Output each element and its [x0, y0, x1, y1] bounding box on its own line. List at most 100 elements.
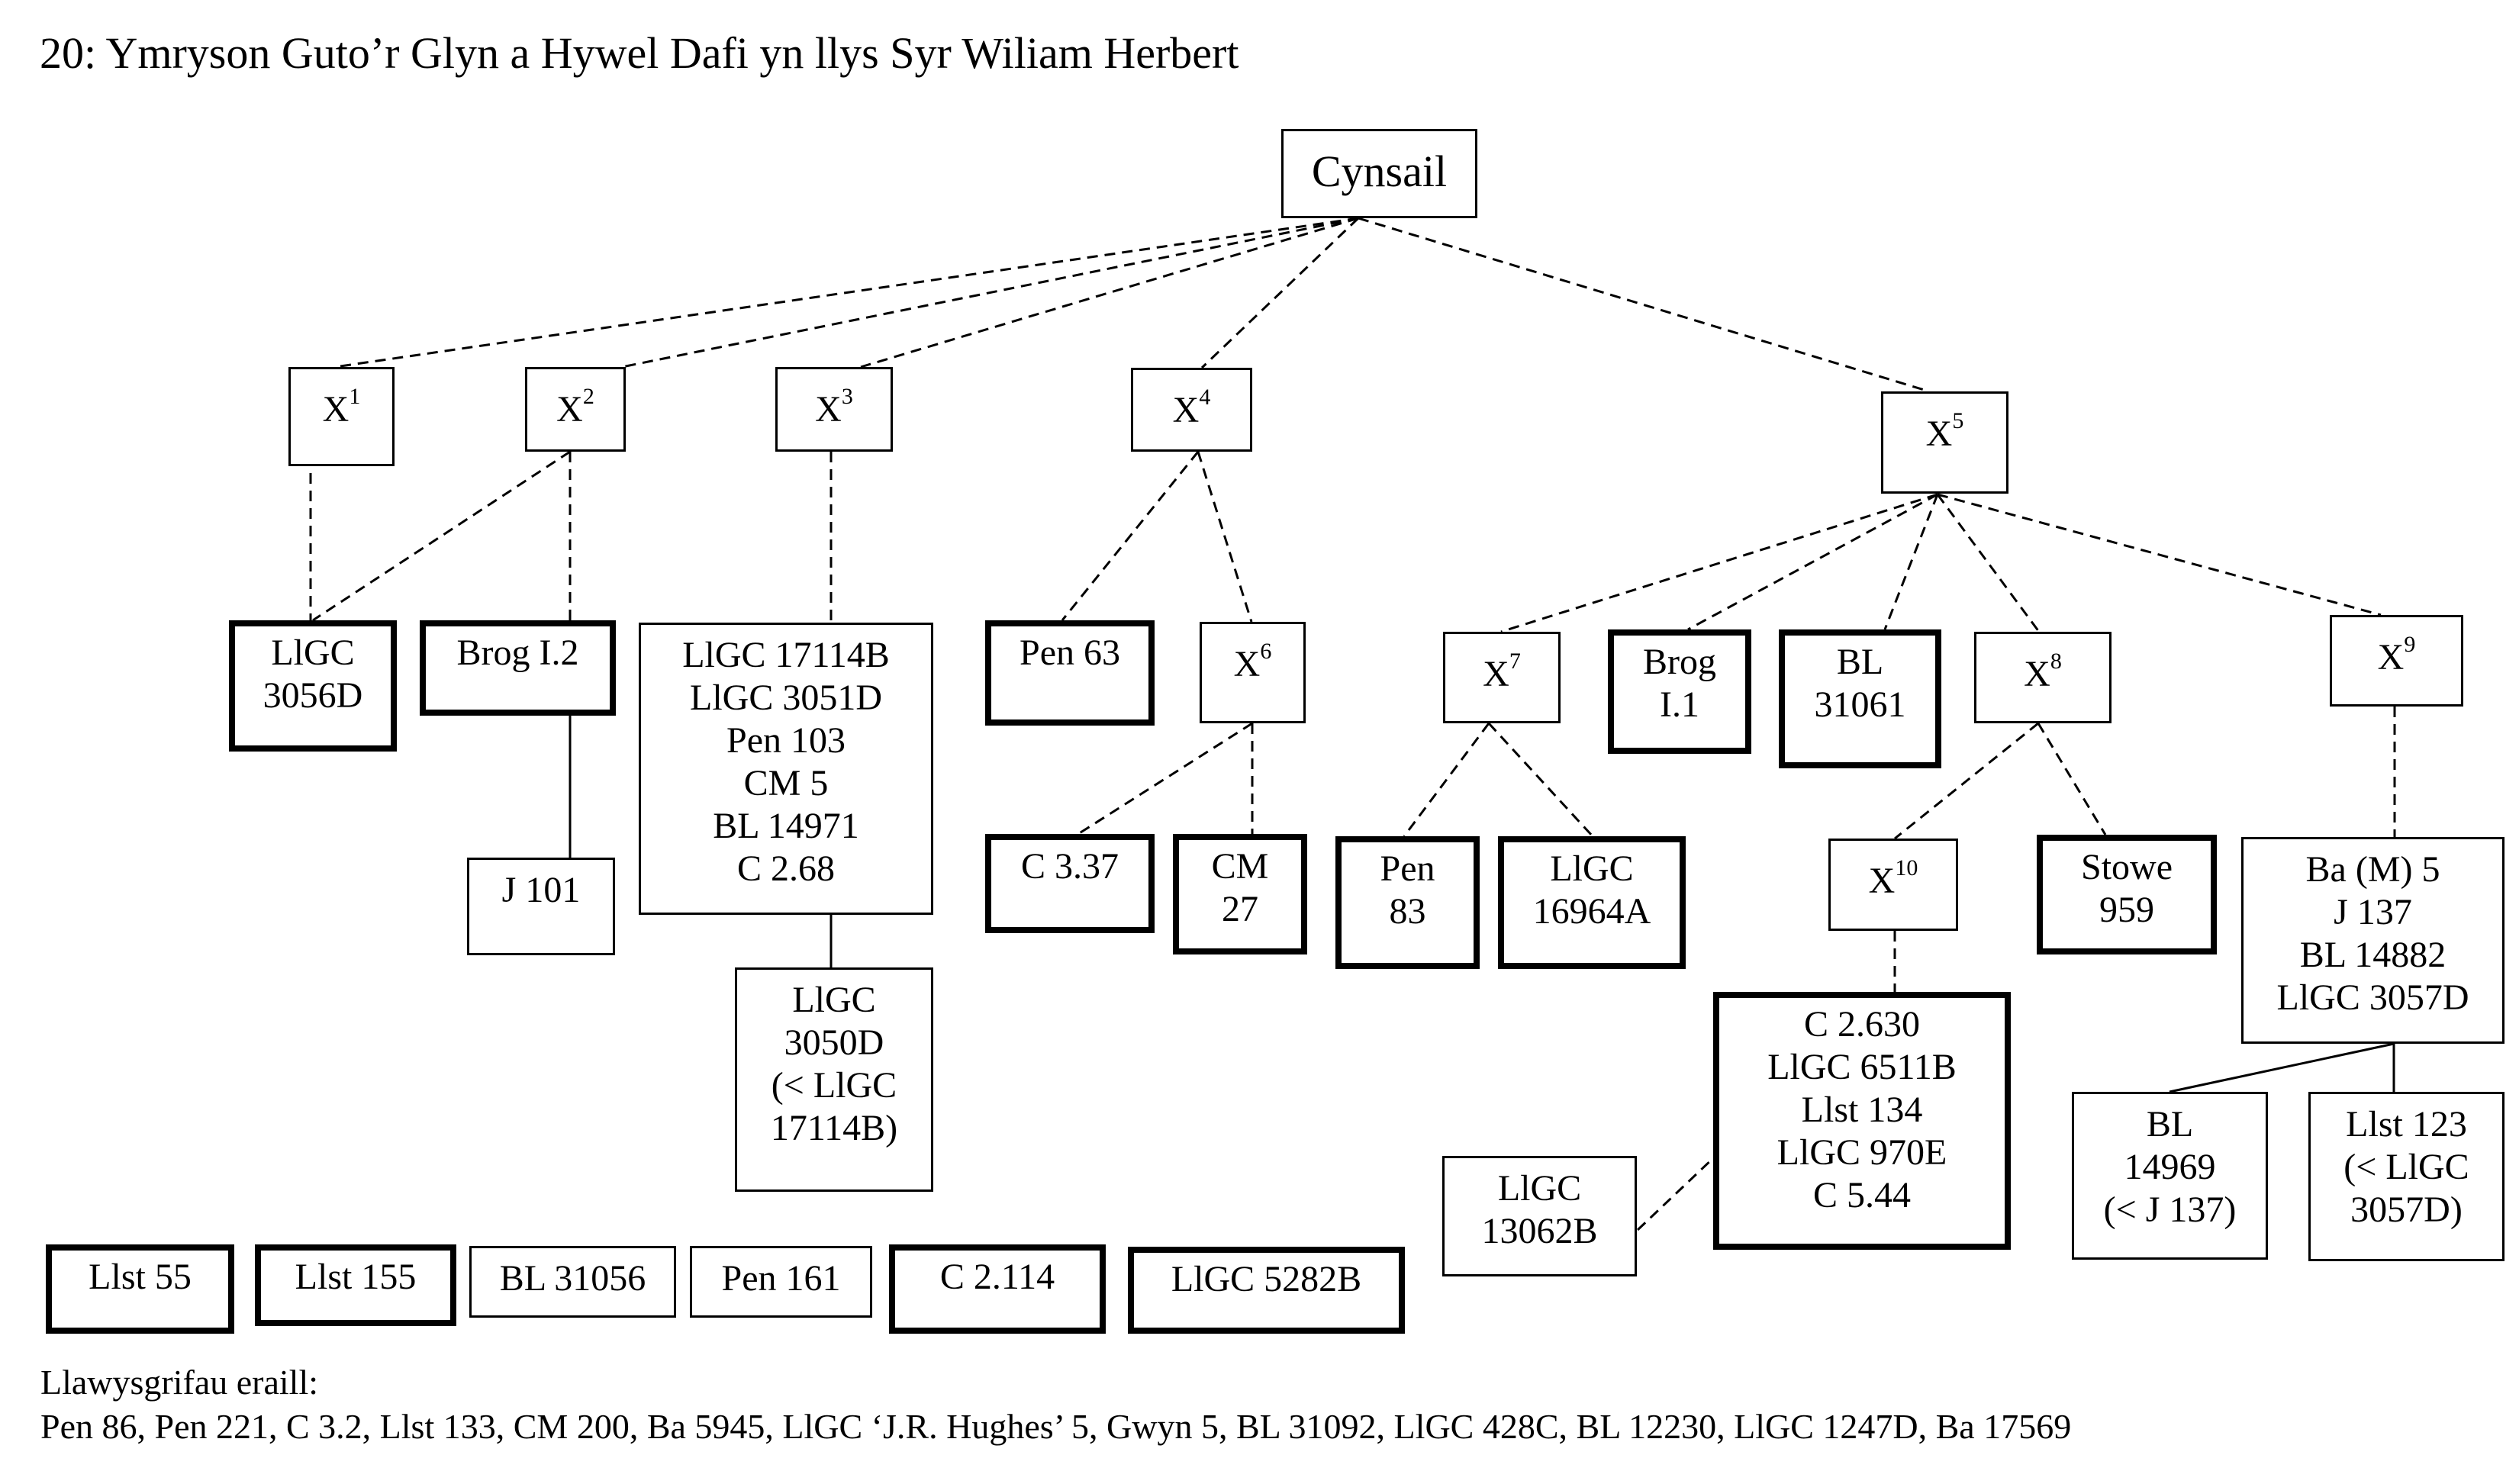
stemma-node-x2: X2: [525, 367, 626, 452]
connector-x4-to-x6: [1197, 451, 1253, 623]
stemma-node-x9: X9: [2330, 615, 2463, 707]
manuscript-siglum: Brog: [1643, 642, 1716, 682]
manuscript-siglum: LlGC 970E: [1777, 1132, 1947, 1173]
manuscript-siglum: Llst 55: [89, 1257, 192, 1297]
manuscript-siglum: 31061: [1814, 684, 1906, 725]
manuscript-siglum: I.1: [1660, 684, 1699, 725]
hyparchetype-letter: X: [815, 389, 842, 430]
manuscript-siglum: (< LlGC: [2343, 1147, 2469, 1187]
stemma-node-x8: X8: [1974, 632, 2112, 723]
other-manuscripts-label: Llawysgrifau eraill:: [40, 1363, 319, 1402]
connector-x8-to-stowe959: [2037, 723, 2107, 835]
manuscript-siglum: Llst 134: [1801, 1090, 1923, 1130]
stemma-node-llgc5282b: LlGC 5282B: [1128, 1247, 1405, 1334]
manuscript-siglum: C 3.37: [1020, 846, 1119, 887]
hyparchetype-letter: X: [1233, 644, 1261, 684]
manuscript-siglum: C 5.44: [1812, 1175, 1911, 1215]
manuscript-siglum: LlGC 3051D: [690, 678, 882, 718]
manuscript-siglum: 14969: [2124, 1147, 2216, 1187]
connector-x5-to-brogi1: [1687, 493, 1938, 631]
stemma-node-bl31056: BL 31056: [469, 1246, 676, 1318]
connector-cynsail-to-x5: [1358, 217, 1930, 393]
manuscript-siglum: 3057D): [2350, 1189, 2463, 1230]
manuscript-siglum: Stowe: [2081, 847, 2173, 887]
manuscript-siglum: 17114B): [770, 1108, 898, 1148]
manuscript-siglum: J 101: [501, 870, 581, 910]
stemma-node-brogi2: Brog I.2: [420, 620, 616, 716]
connector-x9group-to-bl14969: [2169, 1042, 2395, 1093]
hyparchetype-index: 7: [1509, 649, 1521, 674]
manuscript-siglum: 27: [1222, 889, 1258, 929]
manuscript-siglum: LlGC: [1497, 1168, 1582, 1209]
connector-x5-to-x8: [1936, 494, 2041, 633]
node-label: X10: [1869, 851, 1918, 903]
manuscript-siglum: BL 14882: [2299, 935, 2447, 975]
stemma-node-x3: X3: [775, 367, 893, 452]
manuscript-siglum: C 2.630: [1803, 1004, 1920, 1045]
manuscript-siglum: J 137: [2334, 892, 2412, 932]
connector-x4-to-pen63: [1061, 451, 1200, 621]
manuscript-siglum: Llst 123: [2346, 1104, 2467, 1144]
stemma-node-pen161: Pen 161: [690, 1246, 872, 1318]
manuscript-siglum: Ba (M) 5: [2305, 849, 2440, 890]
manuscript-siglum: CM 5: [743, 763, 829, 803]
stemma-node-x4: X4: [1131, 368, 1252, 452]
connector-cynsail-to-x2: [621, 217, 1359, 369]
connector-x5-to-x7: [1500, 493, 1938, 633]
stemma-node-pen63: Pen 63: [985, 620, 1155, 726]
hyparchetype-letter: X: [1868, 861, 1896, 901]
manuscript-siglum: LlGC 3057D: [2276, 977, 2469, 1018]
hyparchetype-index: 3: [841, 384, 853, 409]
hyparchetype-index: 9: [2404, 632, 2416, 657]
stemma-node-c337: C 3.37: [985, 834, 1155, 933]
manuscript-siglum: 83: [1389, 891, 1426, 932]
manuscript-siglum: Cynsail: [1311, 146, 1448, 196]
manuscript-siglum: 16964A: [1532, 891, 1651, 932]
stemma-node-x6: X6: [1200, 622, 1306, 723]
connector-x7-to-pen83: [1403, 723, 1490, 837]
hyparchetype-index: 4: [1199, 385, 1211, 410]
diagram-title: 20: Ymryson Guto’r Glyn a Hywel Dafi yn …: [40, 28, 1239, 78]
manuscript-siglum: BL: [2146, 1104, 2194, 1144]
manuscript-siglum: BL 14971: [713, 806, 859, 846]
node-label: X8: [2024, 645, 2062, 696]
manuscript-siglum: Brog I.2: [456, 633, 579, 673]
manuscript-siglum: LlGC 5282B: [1171, 1259, 1362, 1299]
connector-cynsail-to-x3: [860, 217, 1359, 369]
stemma-node-x7: X7: [1443, 632, 1561, 723]
stemma-node-cynsail: Cynsail: [1281, 129, 1477, 218]
manuscript-siglum: CM: [1211, 846, 1269, 887]
hyparchetype-letter: X: [1925, 414, 1953, 454]
other-manuscripts-list: Pen 86, Pen 221, C 3.2, Llst 133, CM 200…: [40, 1407, 2072, 1446]
manuscript-siglum: Pen 103: [726, 720, 846, 761]
manuscript-siglum: LlGC 6511B: [1767, 1047, 1957, 1087]
hyparchetype-letter: X: [2024, 654, 2050, 694]
manuscript-siglum: LlGC: [271, 633, 355, 673]
manuscript-siglum: Pen 161: [721, 1258, 841, 1299]
manuscript-siglum: (< LlGC: [771, 1065, 897, 1106]
hyparchetype-index: 5: [1952, 408, 1964, 433]
manuscript-siglum: BL 31056: [499, 1258, 646, 1299]
connector-x2-to-llgc3056d: [312, 450, 571, 622]
stemma-node-x5: X5: [1881, 391, 2008, 494]
manuscript-siglum: C 2.68: [736, 848, 835, 889]
manuscript-siglum: LlGC: [792, 980, 876, 1020]
manuscript-siglum: Pen 63: [1020, 633, 1120, 673]
stemma-node-x10: X10: [1828, 839, 1958, 931]
manuscript-siglum: 3050D: [784, 1022, 884, 1063]
hyparchetype-index: 6: [1260, 639, 1272, 664]
hyparchetype-letter: X: [322, 389, 350, 430]
manuscript-siglum: LlGC: [1550, 848, 1634, 889]
manuscript-siglum: LlGC 17114B: [682, 635, 890, 675]
